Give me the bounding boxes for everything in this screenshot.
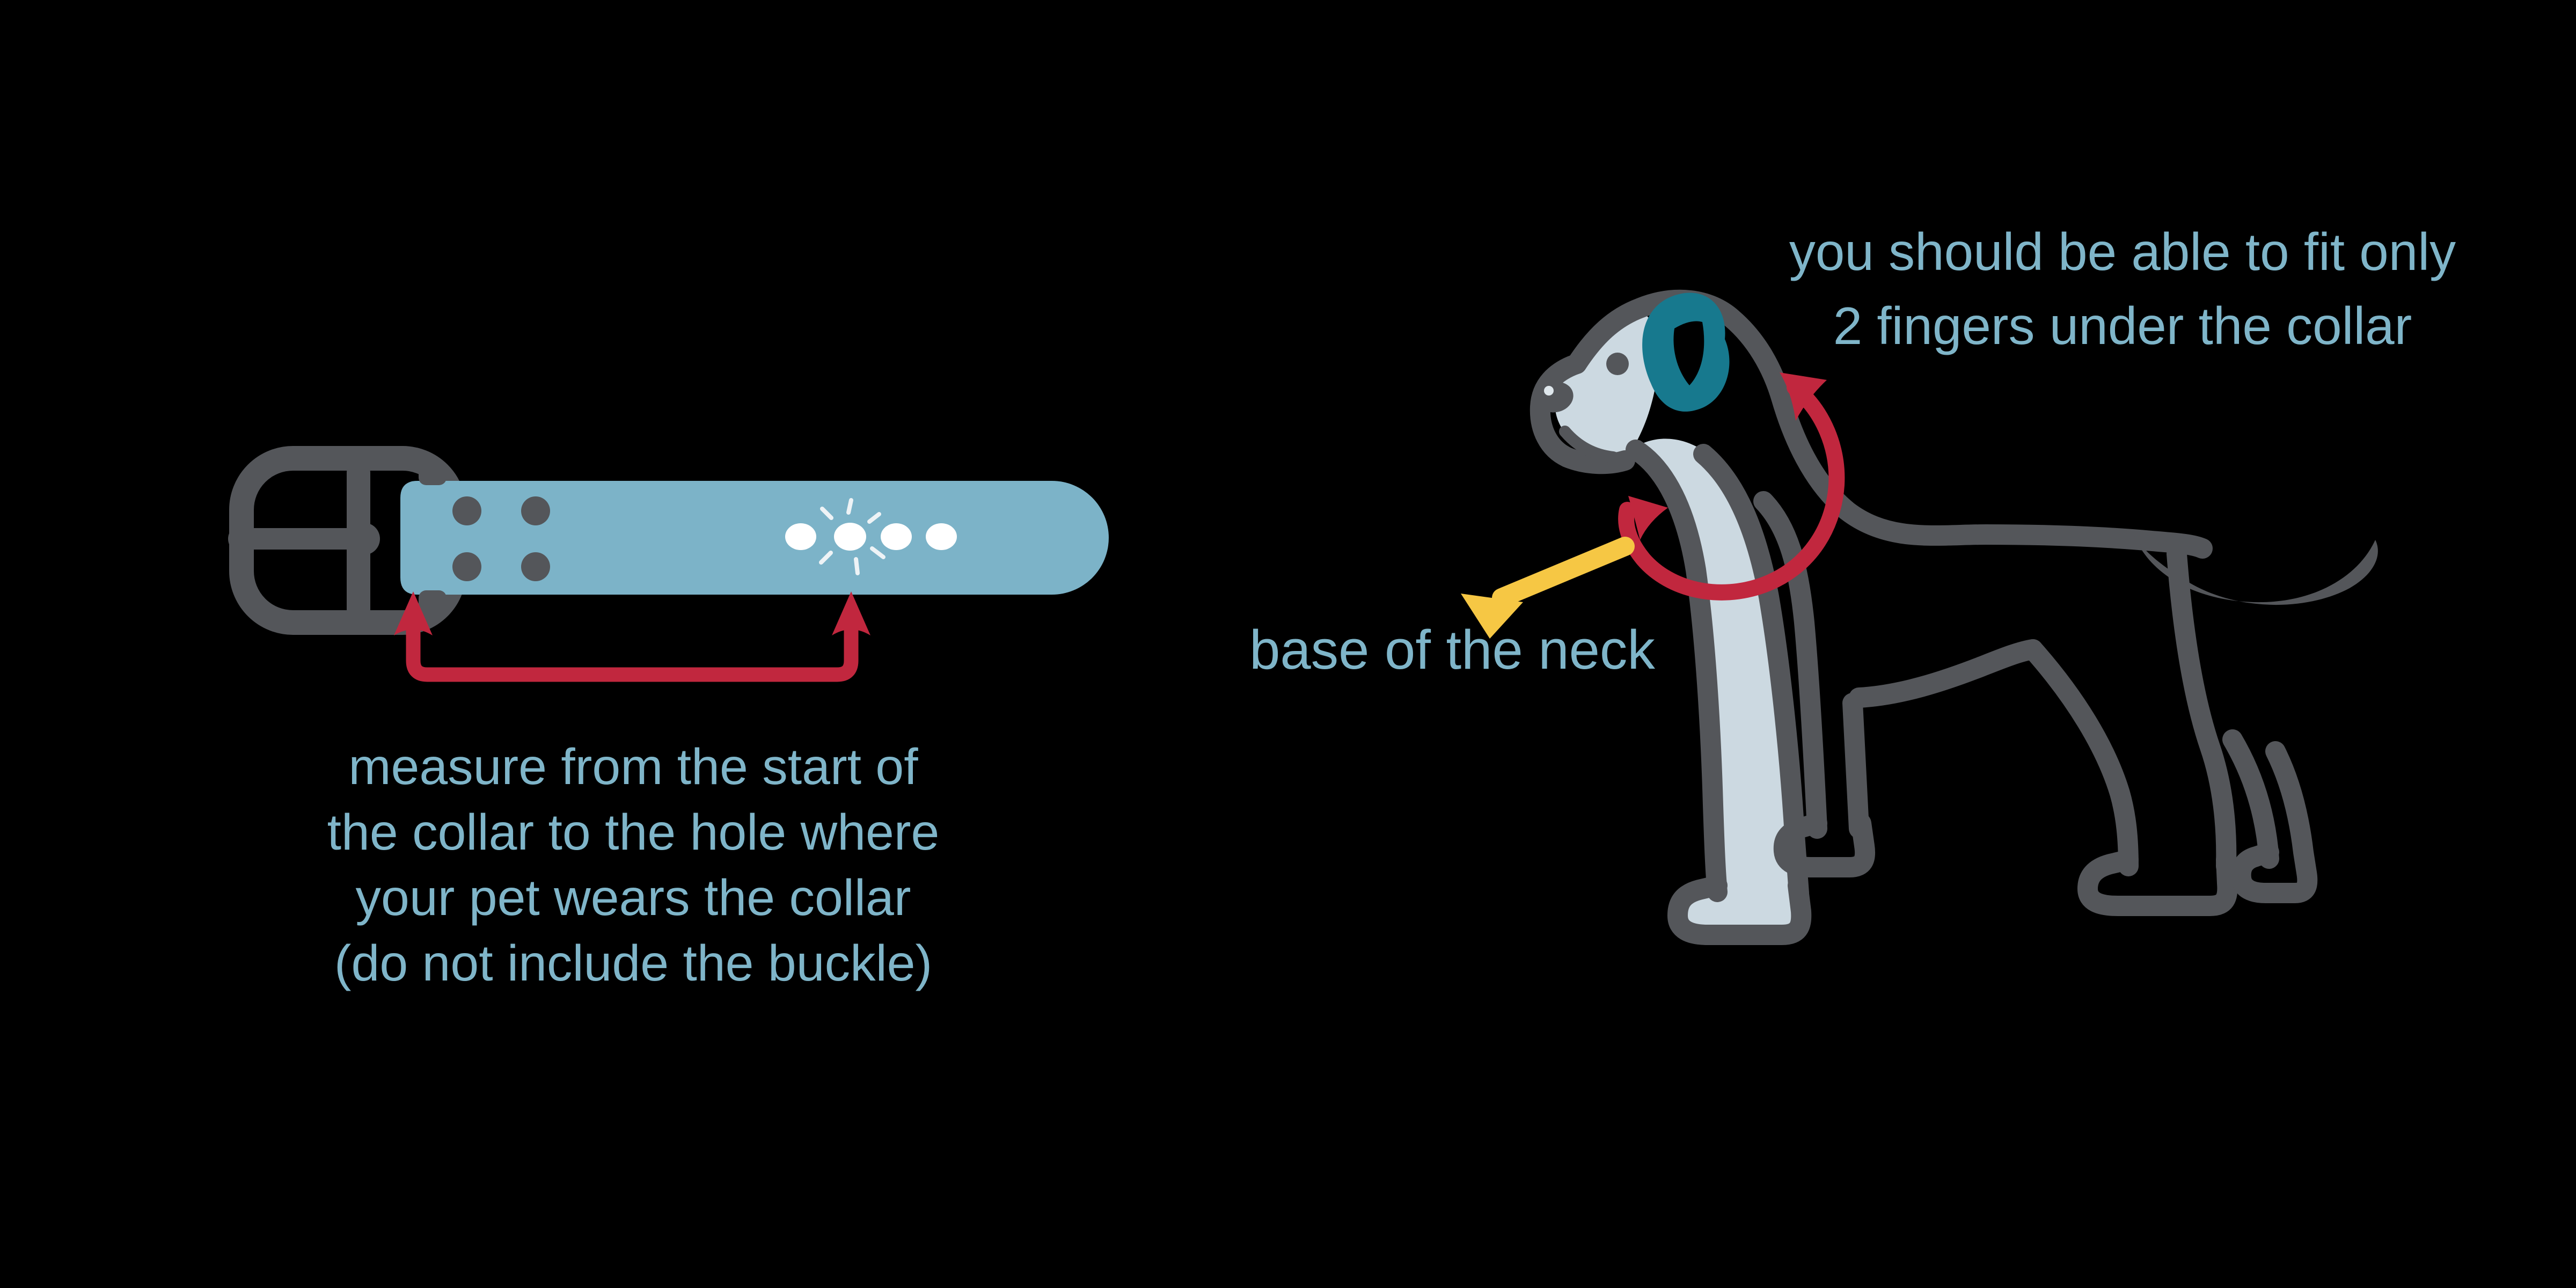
- measure-caption-line: your pet wears the collar: [355, 869, 911, 926]
- collar-figure: [228, 446, 1109, 682]
- neck-label: base of the neck: [1249, 619, 1655, 680]
- dog-mouth: [1559, 426, 1619, 463]
- measure-bracket-icon: [394, 591, 870, 682]
- dog-eye: [1606, 353, 1629, 375]
- rivet-dots: [452, 496, 550, 581]
- dog-ear-icon: [1642, 292, 1730, 412]
- fit-caption: you should be able to fit only 2 fingers…: [1693, 215, 2552, 363]
- pointer-arrow-icon: [1461, 537, 1635, 639]
- collar-loop-arrow-icon: [1618, 372, 1845, 601]
- dog-figure: [1461, 289, 2378, 945]
- dog-nose-gleam: [1544, 386, 1554, 396]
- dog-face-patch: [1555, 310, 1659, 457]
- measure-caption-line: (do not include the buckle): [334, 935, 933, 992]
- strap-shape: [400, 481, 1109, 595]
- keeper-tab-top: [419, 464, 447, 485]
- measure-caption-line: the collar to the hole where: [327, 804, 940, 861]
- keeper-tab-bottom: [419, 590, 447, 612]
- fit-caption-line: you should be able to fit only: [1789, 222, 2456, 281]
- measure-caption: measure from the start of the collar to …: [231, 734, 1036, 996]
- buckle-prong-icon: [228, 460, 380, 621]
- fit-caption-line: 2 fingers under the collar: [1833, 296, 2412, 355]
- dog-face-details: [1537, 353, 1629, 463]
- collar-holes: [785, 523, 957, 551]
- measure-caption-line: measure from the start of: [348, 738, 918, 795]
- hole-marker-starburst-icon: [819, 498, 885, 575]
